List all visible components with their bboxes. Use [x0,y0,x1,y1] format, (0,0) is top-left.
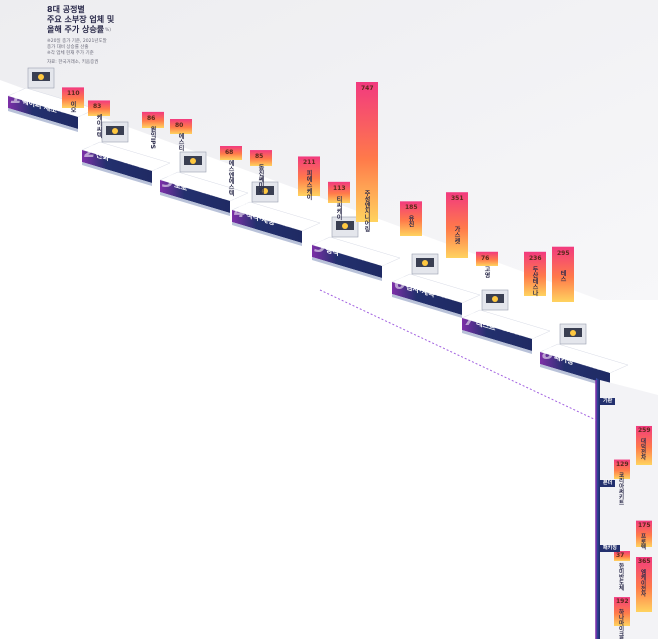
side-name-1-1: 코리아써키트 [617,471,624,505]
note-line-1: ※20일 종가 기준, 2021년도말 [47,39,107,44]
process-step-2 [81,121,171,186]
bar-name-11: 가스켓 [453,226,460,244]
bar-name-8: 티씨케이 [335,195,342,220]
bar-10 [400,201,422,236]
bar-9 [356,82,378,222]
bar-3 [142,111,164,128]
side-name-3-1: 하나마이크론 [617,609,624,639]
bar-5 [220,146,242,160]
backdrop [0,0,658,300]
bar-name-1: 이오 [69,101,76,114]
source-label: 자료: 한국거래소, 키움증권 [47,60,99,65]
step-number-1: 1 [10,88,22,108]
step-number-2: 2 [84,142,96,162]
process-step-5 [311,216,401,281]
step-number-4: 4 [234,202,246,222]
bar-2 [88,100,110,116]
chart-title-line-1: 8대 공정별 [47,5,85,14]
side-name-2-1: 한미반도체 [617,563,624,591]
side-value-3-1: 192 [616,598,629,606]
side-value-2-2: 175 [638,521,651,529]
bar-13 [524,251,546,296]
process-steps [7,67,629,388]
bar-name-4: 에스티 [177,133,184,151]
step-number-7: 7 [464,310,476,330]
bar-name-13: 두산테스나 [531,265,538,296]
connector-line [319,289,597,421]
unit-label: (단위: %) [92,28,112,33]
process-step-6 [391,253,481,318]
bar-name-3: 원익IPS [149,125,156,149]
bar-name-5: 에스엔에스텍 [227,160,234,196]
bar-6 [250,150,272,166]
bar-name-7: 피에스케이 [305,170,312,201]
bar-value-13: 236 [529,254,542,262]
process-step-1 [7,67,97,132]
side-value-1-2: 259 [638,426,651,434]
bar-name-10: 유진 [407,215,414,228]
bar-value-1: 110 [67,90,80,98]
side-bar-1-1 [614,459,630,479]
step-number-6: 6 [394,274,406,294]
bar-value-8: 113 [333,184,346,192]
bar-14 [552,246,574,302]
bar-value-14: 295 [557,249,570,257]
bar-value-3: 86 [147,114,156,122]
bar-value-6: 85 [255,153,264,161]
bar-value-2: 83 [93,103,102,111]
chart-title-line-2: 주요 소부장 업체 및 [47,15,115,24]
bar-value-12: 76 [481,254,490,262]
bar-name-14: 테스 [559,270,566,282]
side-bar-2-2 [636,520,652,547]
side-category-3: 패키징 [600,545,620,552]
bar-name-6: 동진쎄미켐 [257,164,264,195]
bar-name-2: 케이씨텍 [95,114,102,139]
bar-8 [328,181,350,203]
bar-value-10: 185 [405,204,418,212]
bar-name-9: 주성엔지니어링 [363,190,370,232]
note-line-3: ※각 업체 현재 주가 기준 [47,51,94,56]
bar-value-9: 747 [361,85,374,92]
stock-bars [62,82,574,302]
side-bar-3-1 [614,597,630,626]
step-number-5: 5 [314,237,326,257]
process-step-4 [231,181,321,246]
bar-1 [62,87,84,108]
bar-value-7: 211 [303,159,316,167]
bar-4 [170,119,192,134]
chart-title-line-3: 올해 주가 상승률 [47,25,105,34]
side-bar-2-1 [614,551,630,561]
bar-value-11: 351 [451,195,464,203]
side-bar-1-2 [636,425,652,465]
bar-value-4: 80 [175,122,184,129]
side-bar-3-2 [636,557,652,612]
side-name-2-2: 프로텍 [639,532,646,550]
step-number-3: 3 [162,172,174,192]
bar-12 [476,251,498,266]
process-step-3 [159,151,249,216]
side-category-1: 기판 [600,398,616,405]
side-bars [614,425,652,626]
note-line-2: 종가 대비 상승률 산출 [47,45,89,50]
bar-value-5: 68 [225,149,234,156]
step-number-8: 8 [542,344,554,364]
process-step-7 [461,289,551,354]
side-name-1-2: 대덕전자 [639,437,646,460]
side-name-3-2: 엠케이전자 [639,569,646,597]
side-category-2: 본더 [600,480,616,487]
process-step-8 [539,323,629,388]
side-value-3-2: 365 [638,558,651,565]
bar-name-12: 고영 [483,265,490,278]
side-value-2-1: 37 [616,552,625,559]
side-value-1-1: 129 [616,460,629,468]
bar-7 [298,156,320,196]
bar-11 [446,192,468,258]
